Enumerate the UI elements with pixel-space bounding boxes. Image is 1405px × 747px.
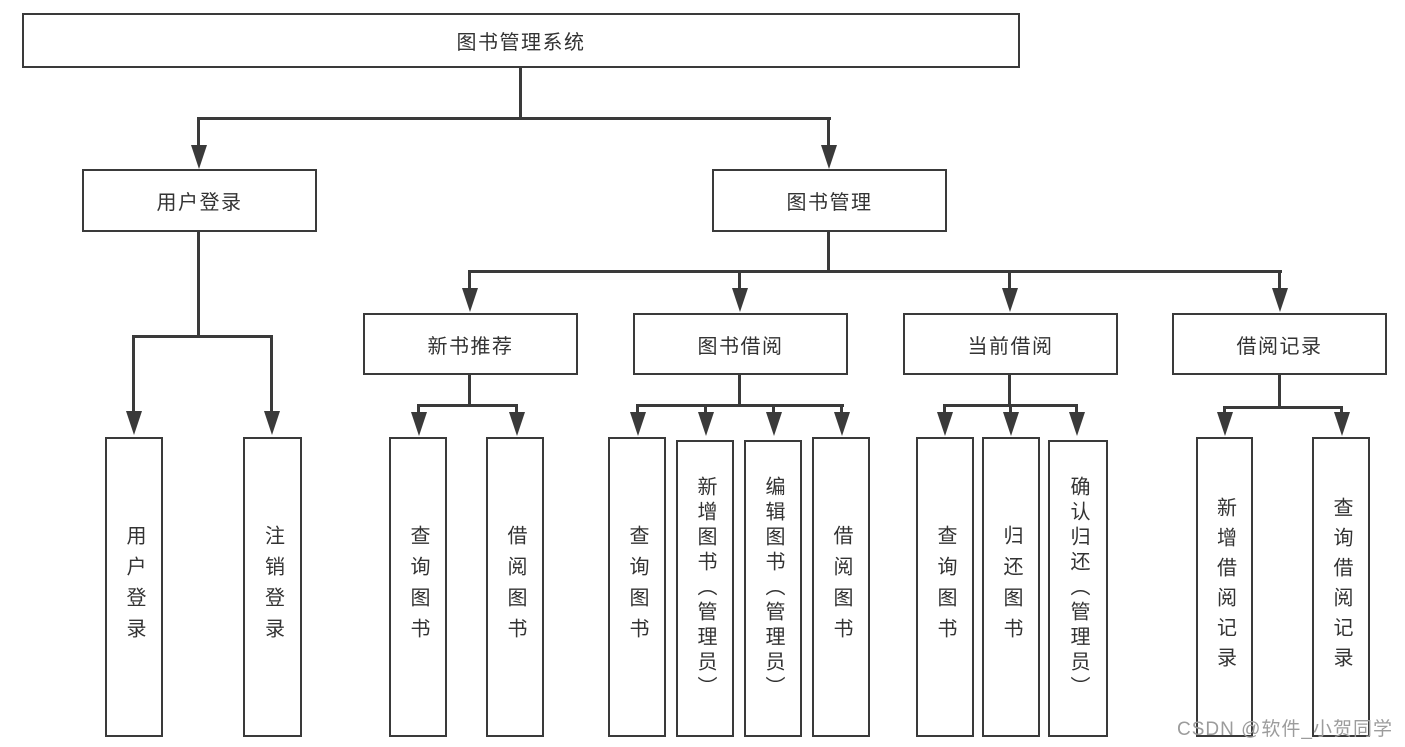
connector-line xyxy=(1278,375,1281,408)
arrowhead-down-icon xyxy=(1334,412,1350,436)
connector-line xyxy=(132,335,135,411)
node-label: 借阅图书 xyxy=(830,525,852,649)
node-label: 图书管理 xyxy=(786,192,873,214)
arrowhead-down-icon xyxy=(509,412,525,436)
connector-line xyxy=(468,375,471,406)
leaf-bb-add-books-admin: 新增图书（管理员） xyxy=(676,440,734,737)
csdn-watermark: CSDN @软件_小贺同学 xyxy=(1177,719,1393,740)
connector-line xyxy=(197,117,200,147)
arrowhead-down-icon xyxy=(264,411,280,435)
node-label: 借阅记录 xyxy=(1236,335,1323,358)
node-label: 查询图书 xyxy=(934,525,956,649)
node-label: 新增借阅记录 xyxy=(1213,497,1236,677)
node-label: 归还图书 xyxy=(1000,525,1022,649)
connector-line xyxy=(943,404,946,414)
node-label: 注销登录 xyxy=(261,525,284,649)
connector-line xyxy=(197,232,200,337)
connector-line xyxy=(1009,404,1012,414)
leaf-user-login: 用户登录 xyxy=(105,437,163,737)
node-label: 当前借阅 xyxy=(967,335,1054,358)
leaf-bb-edit-books-admin: 编辑图书（管理员） xyxy=(744,440,802,737)
connector-line xyxy=(738,375,741,406)
connector-line xyxy=(738,270,741,290)
connector-line xyxy=(1008,270,1011,290)
leaf-cb-confirm-return-admin: 确认归还（管理员） xyxy=(1048,440,1108,737)
arrowhead-down-icon xyxy=(1217,412,1233,436)
node-user-login: 用户登录 xyxy=(82,169,317,232)
connector-line xyxy=(515,404,518,414)
connector-line xyxy=(1224,406,1343,409)
connector-line xyxy=(519,68,522,119)
node-label: 查询借阅记录 xyxy=(1330,497,1352,677)
arrowhead-down-icon xyxy=(766,412,782,436)
connector-line xyxy=(636,404,639,414)
arrowhead-down-icon xyxy=(126,411,142,435)
arrowhead-down-icon xyxy=(1002,288,1018,312)
node-book-management: 图书管理 xyxy=(712,169,947,232)
connector-line xyxy=(1278,270,1281,290)
leaf-nbr-query-books: 查询图书 xyxy=(389,437,447,737)
node-label: 查询图书 xyxy=(407,525,429,649)
node-label: 用户登录 xyxy=(123,525,145,649)
node-label: 借阅图书 xyxy=(504,525,526,649)
node-label: 新增图书（管理员） xyxy=(694,476,716,701)
arrowhead-down-icon xyxy=(411,412,427,436)
leaf-logout: 注销登录 xyxy=(243,437,302,737)
connector-line xyxy=(637,404,844,407)
connector-line xyxy=(469,270,1282,273)
node-label: 图书管理系统 xyxy=(456,32,586,54)
arrowhead-down-icon xyxy=(698,412,714,436)
arrowhead-down-icon xyxy=(630,412,646,436)
arrowhead-down-icon xyxy=(732,288,748,312)
leaf-nbr-borrow-books: 借阅图书 xyxy=(486,437,544,737)
node-borrow-records: 借阅记录 xyxy=(1172,313,1387,375)
node-label: 编辑图书（管理员） xyxy=(762,476,784,701)
arrowhead-down-icon xyxy=(821,145,837,169)
arrowhead-down-icon xyxy=(1003,412,1019,436)
leaf-cb-query-books: 查询图书 xyxy=(916,437,974,737)
connector-line xyxy=(1340,406,1343,414)
connector-line xyxy=(840,404,843,414)
connector-line xyxy=(270,335,273,411)
node-new-book-recommend: 新书推荐 xyxy=(363,313,578,375)
arrowhead-down-icon xyxy=(191,145,207,169)
arrowhead-down-icon xyxy=(1272,288,1288,312)
connector-line xyxy=(133,335,273,338)
node-label: 图书借阅 xyxy=(697,335,784,358)
connector-line xyxy=(704,404,707,414)
connector-line xyxy=(1223,406,1226,414)
leaf-bb-borrow-books: 借阅图书 xyxy=(812,437,870,737)
node-root: 图书管理系统 xyxy=(22,13,1020,68)
leaf-cb-return-books: 归还图书 xyxy=(982,437,1040,737)
connector-line xyxy=(1075,404,1078,414)
leaf-br-query-record: 查询借阅记录 xyxy=(1312,437,1370,737)
arrowhead-down-icon xyxy=(1069,412,1085,436)
connector-line xyxy=(1008,375,1011,406)
arrowhead-down-icon xyxy=(834,412,850,436)
leaf-bb-query-books: 查询图书 xyxy=(608,437,666,737)
connector-line xyxy=(772,404,775,414)
node-label: 新书推荐 xyxy=(427,335,514,358)
connector-line xyxy=(418,404,518,407)
connector-line xyxy=(827,232,830,272)
connector-line xyxy=(417,404,420,414)
leaf-br-add-record: 新增借阅记录 xyxy=(1196,437,1253,737)
node-current-borrow: 当前借阅 xyxy=(903,313,1118,375)
node-label: 查询图书 xyxy=(626,525,648,649)
connector-line xyxy=(198,117,831,120)
connector-line xyxy=(468,270,471,290)
node-label: 用户登录 xyxy=(156,192,243,214)
arrowhead-down-icon xyxy=(462,288,478,312)
node-label: 确认归还（管理员） xyxy=(1067,476,1089,701)
connector-line xyxy=(827,117,830,147)
arrowhead-down-icon xyxy=(937,412,953,436)
node-book-borrow: 图书借阅 xyxy=(633,313,848,375)
